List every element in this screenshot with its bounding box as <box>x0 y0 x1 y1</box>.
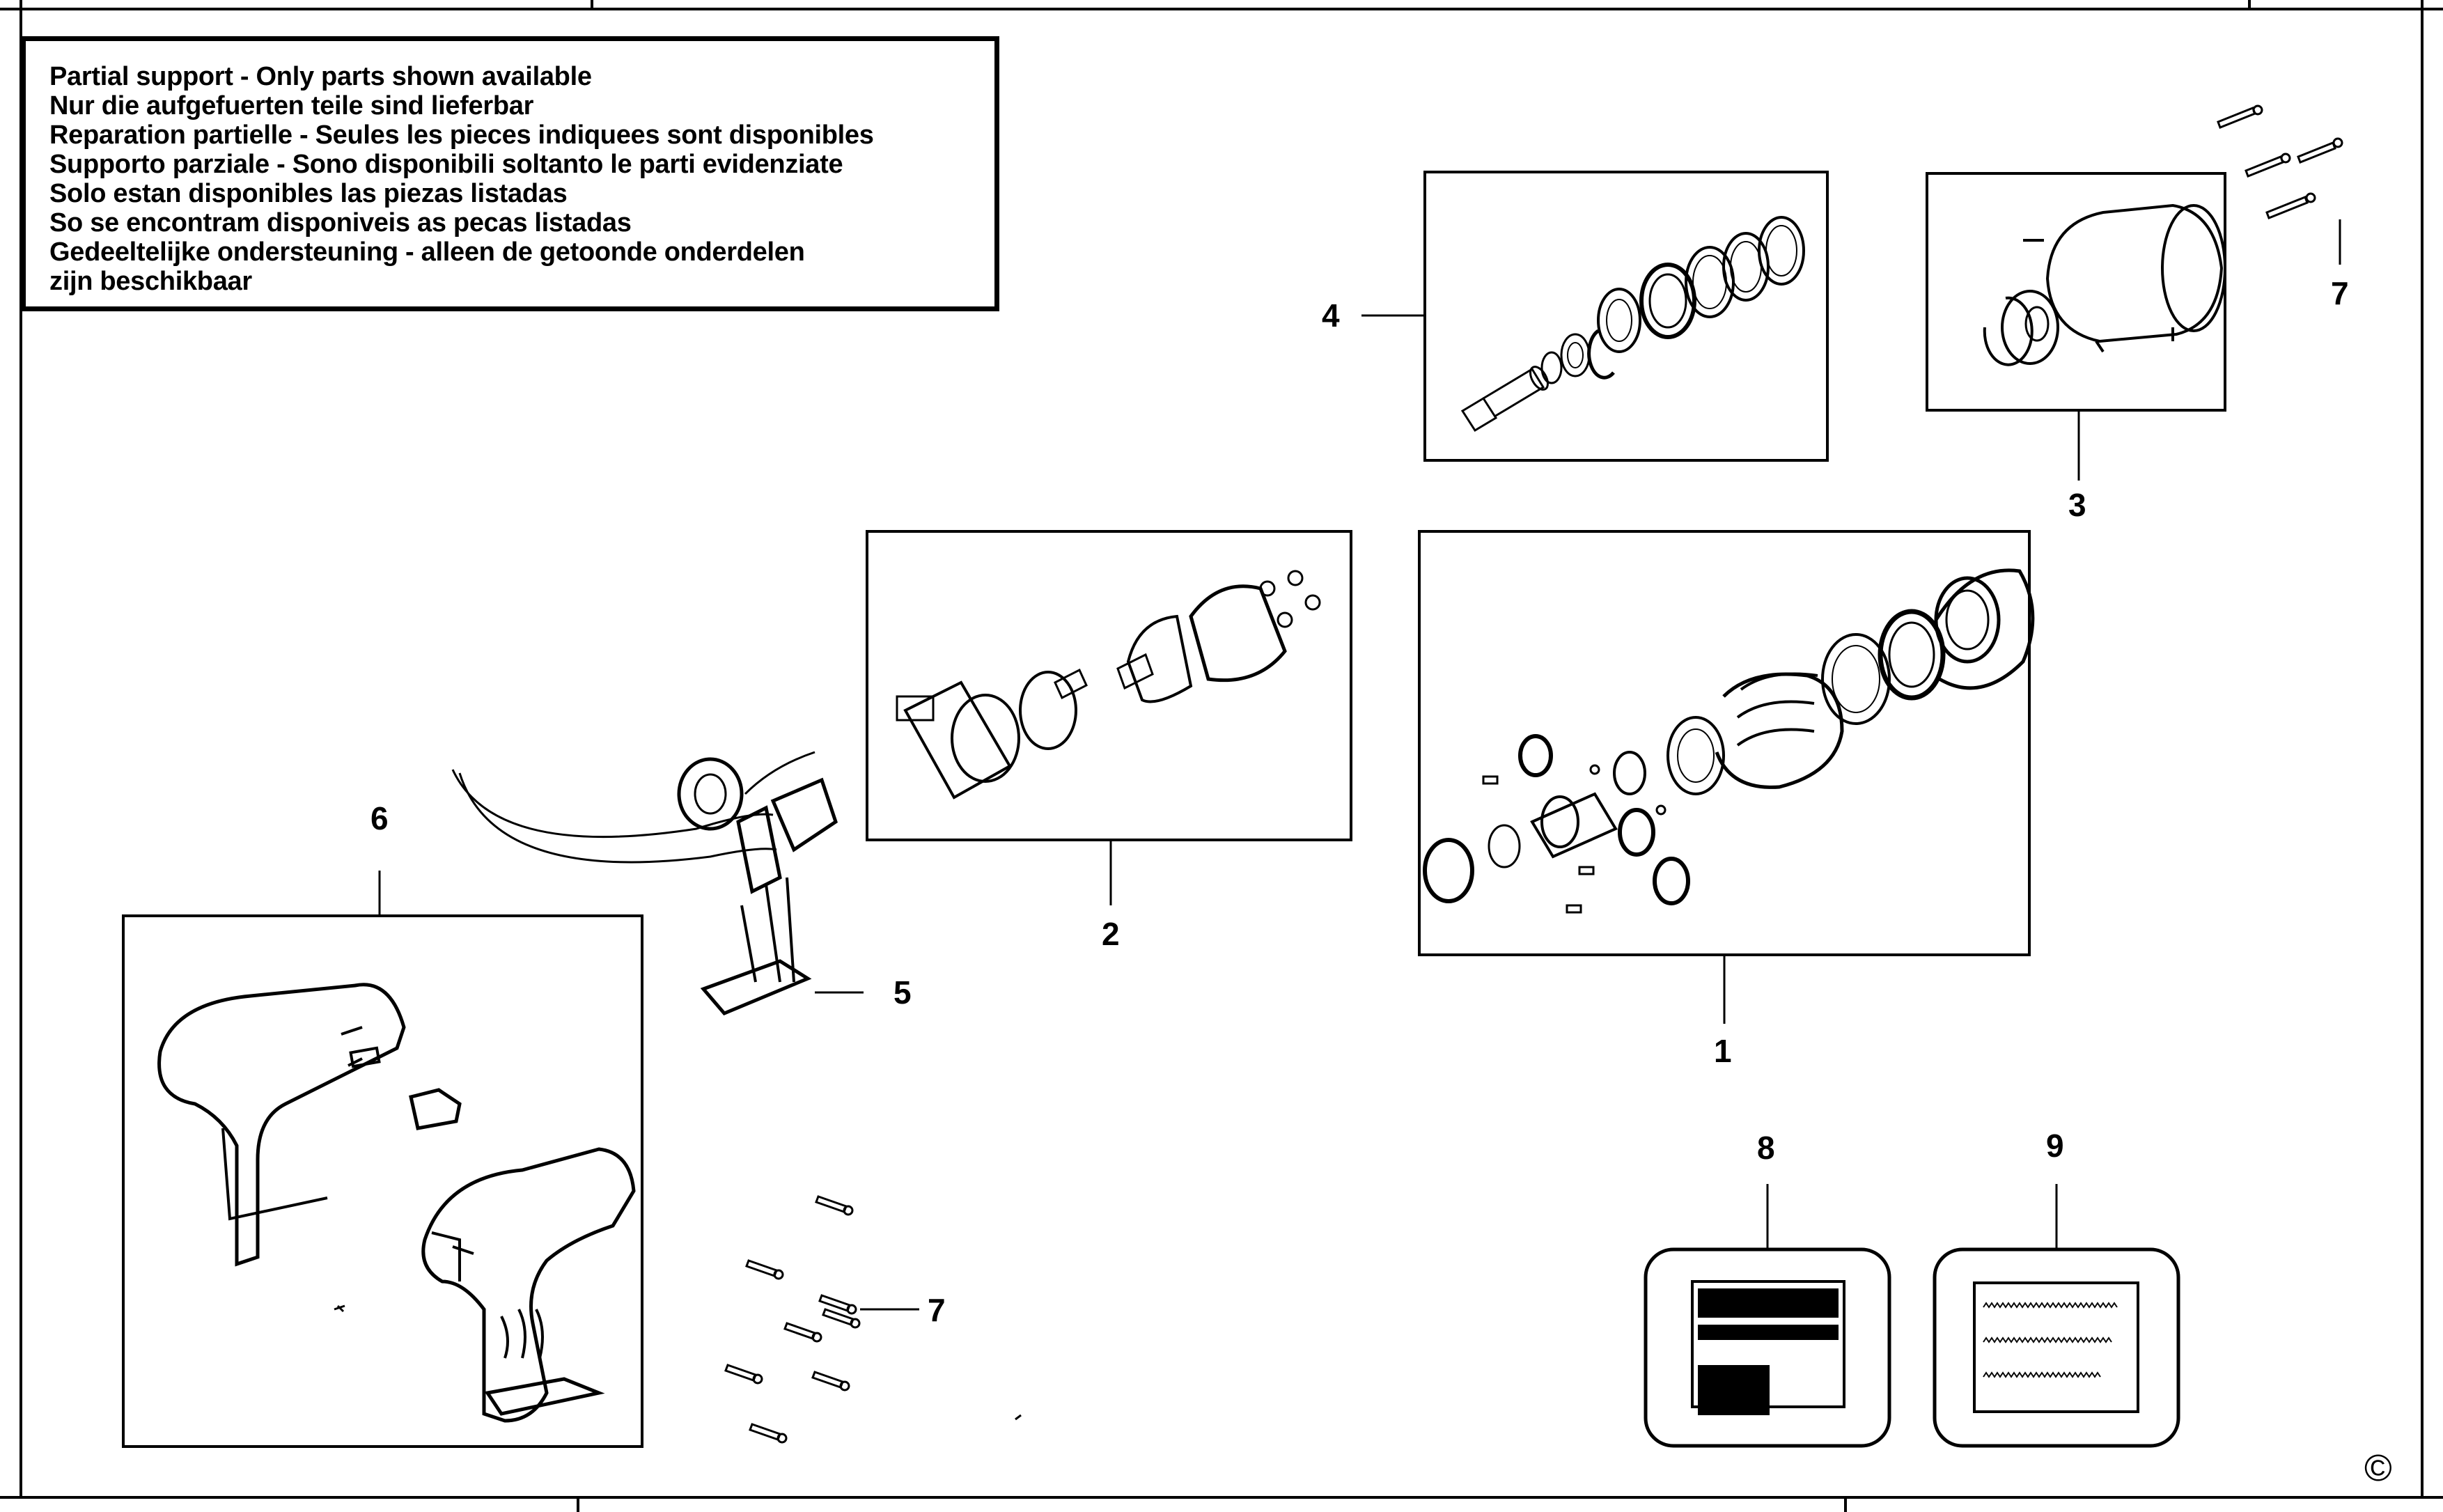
callout-part-7-top: 7 <box>2331 275 2349 311</box>
part-8-label <box>1644 1184 1891 1448</box>
callout-part-1: 1 <box>1714 1033 1732 1069</box>
callout-part-6: 6 <box>370 800 389 836</box>
notice-line-fr: Reparation partielle - Seules les pieces… <box>49 120 874 150</box>
part-7-screws-bottom <box>724 1195 1022 1444</box>
part-5-switch <box>451 751 864 1016</box>
notice-line-it: Supporto parziale - Sono disponibili sol… <box>49 150 843 179</box>
callout-part-5: 5 <box>893 974 912 1011</box>
partial-support-notice: Partial support - Only parts shown avail… <box>21 36 999 311</box>
notice-line-es: Solo estan disponibles las piezas listad… <box>49 179 568 208</box>
part-2-box <box>866 530 1352 905</box>
notice-line-nl-cont: zijn beschikbaar <box>49 267 252 296</box>
callout-part-3: 3 <box>2068 487 2086 523</box>
callout-part-2: 2 <box>1102 916 1120 952</box>
callout-part-8: 8 <box>1757 1130 1775 1166</box>
copyright-mark: © <box>2364 1447 2392 1489</box>
callout-part-4: 4 <box>1322 297 1340 334</box>
callout-part-7-bottom: 7 <box>928 1292 946 1328</box>
part-1-box <box>1418 530 2035 1024</box>
part-9-label <box>1933 1184 2180 1448</box>
part-6-box <box>122 871 643 1448</box>
part-3-box <box>1926 172 2226 481</box>
notice-line-en: Partial support - Only parts shown avail… <box>49 62 592 91</box>
part-7-screws-top <box>2217 104 2343 265</box>
notice-line-pt: So se encontram disponiveis as pecas lis… <box>49 208 632 237</box>
part-4-box <box>1361 171 1829 462</box>
notice-line-nl: Gedeeltelijke ondersteuning - alleen de … <box>49 237 805 267</box>
callout-part-9: 9 <box>2046 1128 2064 1164</box>
notice-line-de: Nur die aufgefuerten teile sind lieferba… <box>49 91 534 120</box>
